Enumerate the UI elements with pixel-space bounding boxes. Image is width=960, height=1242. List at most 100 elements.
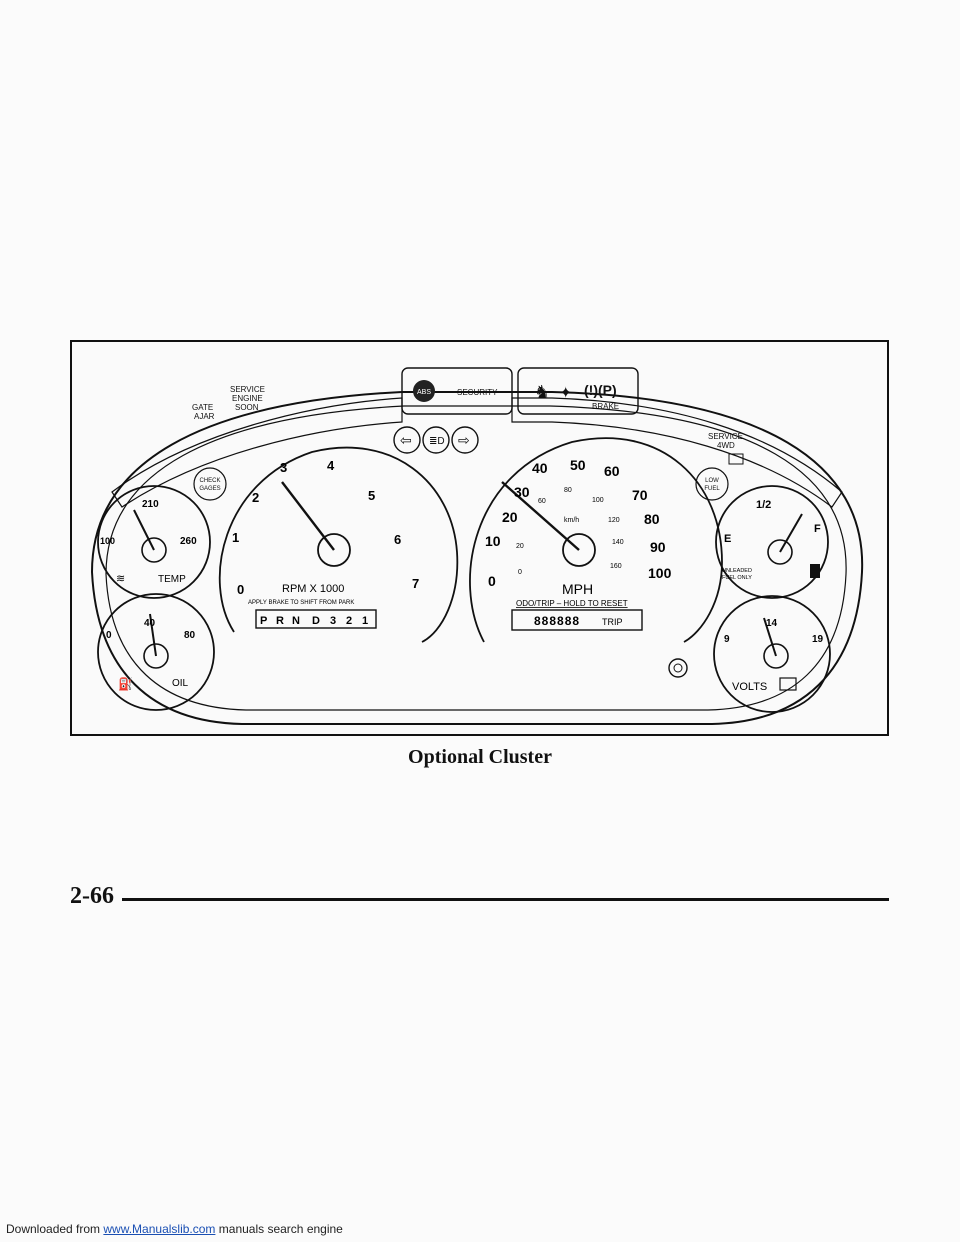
- volts-tick: 9: [724, 634, 730, 645]
- mph-tick: 40: [532, 460, 548, 476]
- trip-reset-knob: [668, 658, 688, 678]
- gear-indicator: 3: [330, 615, 336, 627]
- low-fuel-indicator: [695, 467, 729, 501]
- airbag-icon: ✦: [559, 385, 572, 402]
- tach-label: RPM X 1000: [282, 583, 344, 595]
- service-4wd-label-1: SERVICE: [708, 432, 743, 441]
- odo-trip-label: ODO/TRIP – HOLD TO RESET: [516, 599, 628, 608]
- kmh-tick: 0: [518, 569, 522, 576]
- mph-tick: 0: [488, 573, 496, 589]
- svg-text:FUEL: FUEL: [704, 486, 720, 492]
- oil-label: OIL: [172, 678, 189, 689]
- tach-tick: 3: [280, 460, 287, 475]
- kmh-unit: km/h: [564, 517, 579, 524]
- top-indicator-strip: [111, 397, 403, 508]
- footer-suffix: manuals search engine: [215, 1222, 343, 1236]
- volts-tick: 14: [766, 618, 778, 629]
- service-engine-label-1: SERVICE: [230, 385, 265, 394]
- manualslib-link[interactable]: www.Manualslib.com: [103, 1222, 216, 1236]
- seatbelt-icon: ♞: [534, 382, 550, 402]
- abs-security-panel: [401, 367, 513, 415]
- page-number: 2-66: [70, 883, 114, 909]
- kmh-tick: 20: [516, 543, 524, 550]
- figure-caption: Optional Cluster: [408, 746, 552, 768]
- high-beam-icon: [422, 426, 450, 454]
- mph-tick: 30: [514, 484, 530, 500]
- tach-tick: 5: [368, 488, 375, 503]
- gear-indicator: N: [292, 615, 300, 627]
- svg-text:≣D: ≣D: [429, 436, 445, 447]
- right-turn-icon: [451, 426, 479, 454]
- check-gages-indicator: [193, 467, 227, 501]
- brake-warning-icon: (!)(P): [584, 382, 617, 398]
- fuel-gauge: E 1/2 F UNLEADED FUEL ONLY: [715, 485, 829, 599]
- tach-tick: 0: [237, 582, 244, 597]
- svg-text:⇦: ⇦: [400, 432, 412, 448]
- volts-gauge: 9 14 19 VOLTS: [713, 595, 831, 713]
- kmh-tick: 120: [608, 517, 620, 524]
- service-engine-label-2: ENGINE: [232, 394, 263, 403]
- service-4wd-label-2: 4WD: [717, 441, 735, 450]
- fuel-tick: F: [814, 523, 821, 535]
- tach-tick: 4: [327, 458, 335, 473]
- oil-can-icon: ⛽: [118, 677, 133, 691]
- footer-prefix: Downloaded from: [6, 1222, 104, 1236]
- oil-tick: 80: [184, 630, 196, 641]
- brake-label: BRAKE: [592, 402, 619, 411]
- left-turn-icon: [393, 426, 421, 454]
- svg-text:LOW: LOW: [705, 478, 719, 484]
- figure-frame: ABS SECURITY ♞ ✦ (!)(P) BRAKE GATE AJAR …: [70, 340, 889, 736]
- instrument-cluster-illustration: ABS SECURITY ♞ ✦ (!)(P) BRAKE GATE AJAR …: [90, 367, 864, 725]
- kmh-tick: 160: [610, 563, 622, 570]
- mph-tick: 100: [648, 565, 672, 581]
- page-rule: [122, 898, 889, 901]
- tachometer: 0 1 2 3 4 5 6 7 RPM X 1000 APPLY BRAKE T…: [218, 446, 459, 643]
- kmh-tick: 140: [612, 539, 624, 546]
- odometer-digits: 888888: [534, 614, 580, 628]
- odometer-display: [511, 609, 643, 631]
- tach-tick: 7: [412, 576, 419, 591]
- mph-tick: 80: [644, 511, 660, 527]
- coolant-icon: ≋: [116, 573, 125, 585]
- abs-warning-icon: [413, 380, 435, 402]
- service-engine-label-3: SOON: [235, 403, 259, 412]
- mph-tick: 90: [650, 539, 666, 555]
- gate-ajar-label-1: GATE: [192, 403, 213, 412]
- mph-tick: 50: [570, 457, 586, 473]
- temp-gauge: 100 210 260 ≋ TEMP: [97, 485, 211, 599]
- fuel-tick: E: [724, 533, 731, 545]
- gate-ajar-label-2: AJAR: [194, 412, 215, 421]
- gear-indicator: R: [276, 615, 284, 627]
- security-label: SECURITY: [457, 388, 498, 397]
- oil-gauge: 0 40 80 ⛽ OIL: [97, 593, 215, 711]
- top-indicator-strip-right: [511, 397, 843, 508]
- temp-tick: 100: [100, 536, 115, 546]
- temp-label: TEMP: [158, 574, 186, 585]
- svg-text:⇨: ⇨: [458, 432, 470, 448]
- volts-label: VOLTS: [732, 681, 767, 693]
- fuel-pump-icon: [810, 564, 820, 578]
- volts-tick: 19: [812, 634, 824, 645]
- svg-text:CHECK: CHECK: [199, 478, 220, 484]
- cluster-bezel: [90, 391, 864, 725]
- speedometer: 0 10 20 30 40 50 60 70 80 90 100 0 20 60…: [469, 437, 723, 643]
- battery-icon: [779, 677, 797, 691]
- svg-text:FUEL ONLY: FUEL ONLY: [722, 575, 752, 581]
- mph-label: MPH: [562, 581, 593, 597]
- shift-note: APPLY BRAKE TO SHIFT FROM PARK: [248, 600, 354, 606]
- oil-tick: 40: [144, 618, 156, 629]
- gear-indicator: 1: [362, 615, 368, 627]
- trip-label: TRIP: [602, 617, 623, 627]
- abs-label: ABS: [417, 389, 431, 396]
- kmh-tick: 60: [538, 498, 546, 505]
- gear-indicator: 2: [346, 615, 352, 627]
- mph-tick: 20: [502, 509, 518, 525]
- cluster-bezel-inner: [105, 405, 847, 711]
- mph-tick: 10: [485, 533, 501, 549]
- battery-indicator-icon: [728, 453, 744, 465]
- prndl-display: [255, 609, 377, 629]
- svg-text:GAGES: GAGES: [199, 486, 220, 492]
- fuel-tick: 1/2: [756, 499, 771, 511]
- seatbelt-brake-panel: [517, 367, 639, 415]
- temp-tick: 210: [142, 499, 159, 510]
